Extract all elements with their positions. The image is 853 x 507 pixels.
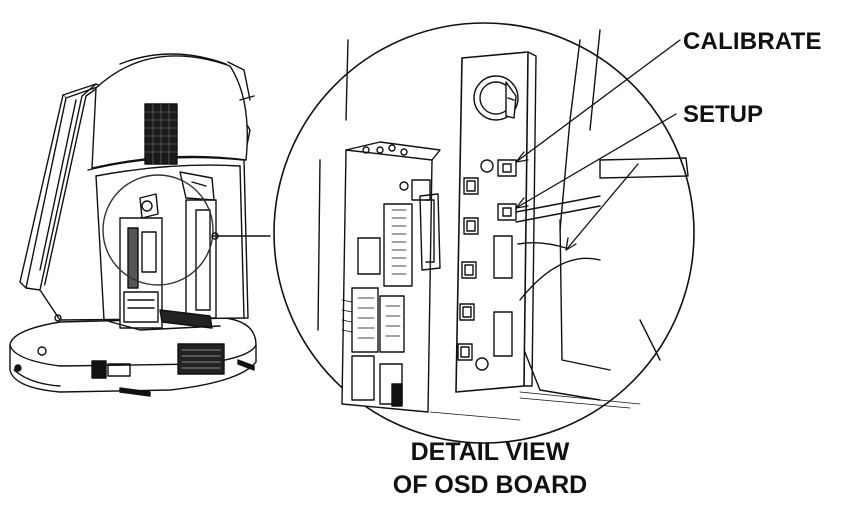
detail-view-caption: DETAIL VIEW OF OSD BOARD bbox=[370, 436, 610, 502]
detail-view-circle bbox=[274, 23, 694, 443]
caption-line-1: DETAIL VIEW bbox=[410, 438, 570, 466]
setup-label: SETUP bbox=[683, 101, 764, 128]
caption-line-2: OF OSD BOARD bbox=[392, 471, 588, 499]
callout-leaders bbox=[516, 40, 680, 250]
cable-leader bbox=[566, 164, 638, 250]
setup-leader bbox=[516, 114, 676, 208]
calibrate-label: CALIBRATE bbox=[683, 28, 822, 55]
calibrate-leader bbox=[516, 40, 680, 162]
monitor-illustration bbox=[10, 54, 270, 396]
